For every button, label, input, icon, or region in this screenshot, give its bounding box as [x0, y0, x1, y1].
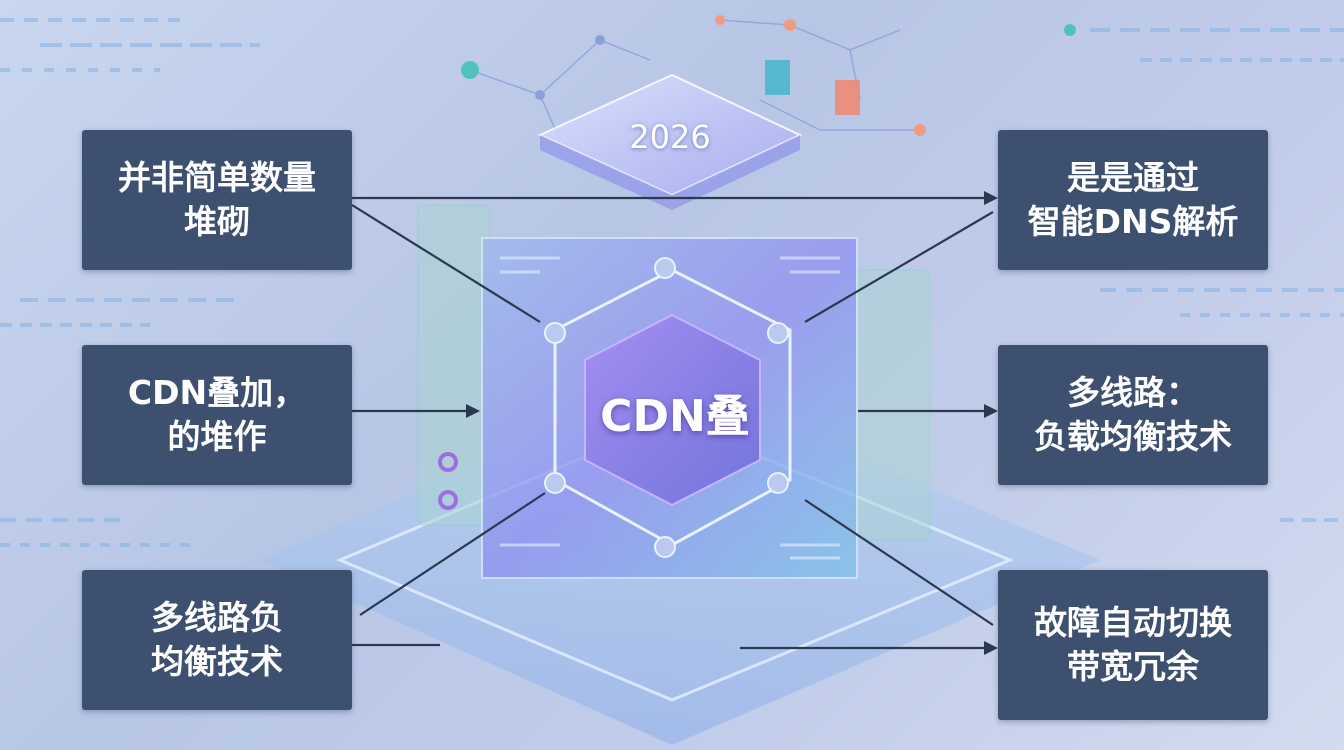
hexagon-vertex-nodes	[544, 257, 789, 558]
right-circuit-panel	[854, 269, 931, 541]
connector-arrows	[351, 196, 994, 650]
right-box-2: 多线路： 负载均衡技术	[998, 345, 1268, 485]
decor-orange-block	[835, 80, 860, 115]
top-tile-side	[540, 135, 800, 210]
left-box-2-line2: 的堆作	[167, 417, 267, 456]
right-box-3-line2: 带宽冗余	[1067, 647, 1199, 686]
left-box-1: 并非简单数量堆砌	[82, 130, 352, 270]
chip-panel-details	[500, 256, 840, 560]
left-box-3-line2: 均衡技术	[151, 642, 283, 681]
right-box-3-line1: 故障自动切换	[1034, 603, 1232, 642]
left-box-1-line1: 并非简单数量	[118, 158, 316, 197]
network-nodes	[461, 15, 1076, 136]
right-box-3: 故障自动切换带宽冗余	[998, 570, 1268, 720]
year-label: 2026	[629, 118, 711, 156]
left-box-1-line2: 堆砌	[184, 202, 250, 241]
left-box-2: CDN叠加， 的堆作	[82, 345, 352, 485]
inner-hexagon	[584, 313, 761, 507]
right-box-2-line1: 多线路：	[1067, 373, 1199, 412]
left-box-3-line1: 多线路负	[151, 598, 283, 637]
cdn-center-label: CDN叠	[600, 391, 750, 442]
left-box-2-line1: CDN叠加，	[127, 373, 307, 412]
left-box-3: 多线路负均衡技术	[82, 570, 352, 710]
right-box-1: 是是通过智能DNS解析	[998, 130, 1268, 270]
right-box-2-line2: 负载均衡技术	[1034, 417, 1232, 456]
arrow-heads	[466, 191, 998, 655]
right-box-1-line1: 是是通过	[1067, 158, 1199, 197]
right-box-1-line2: 智能DNS解析	[1027, 202, 1239, 241]
decor-teal-flag	[765, 60, 790, 95]
data-stream-lines	[0, 18, 1344, 547]
